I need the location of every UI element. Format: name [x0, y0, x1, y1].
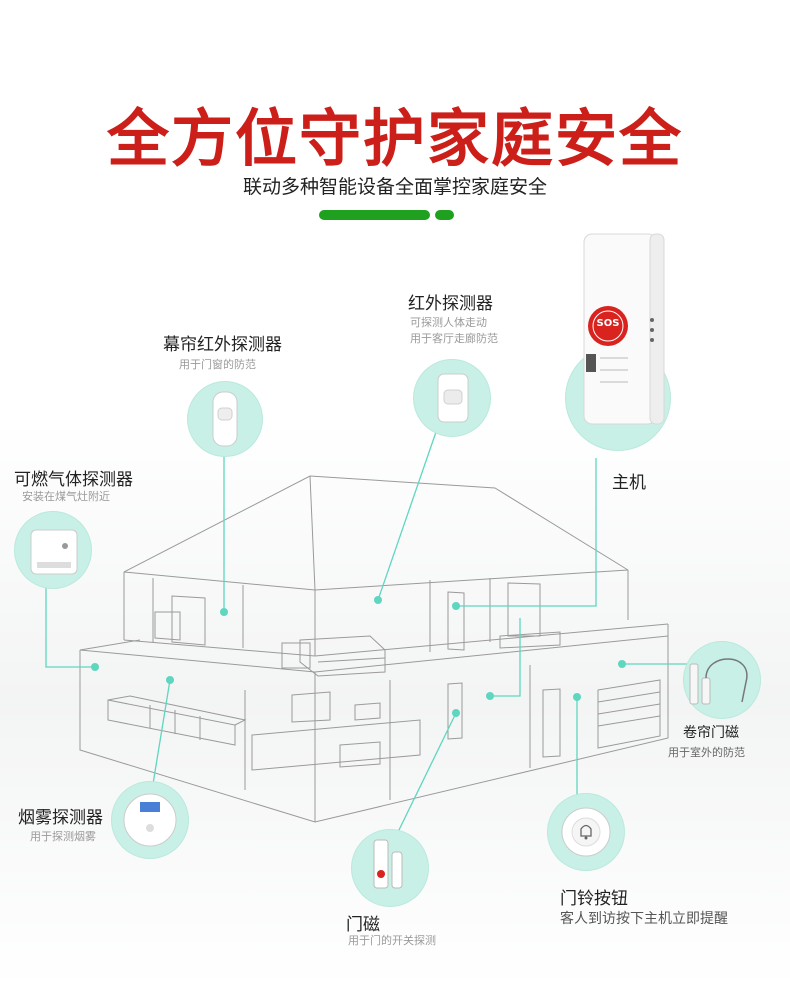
doorbell-desc: 客人到访按下主机立即提醒 — [560, 911, 728, 927]
shutter-label: 卷帘门磁 — [683, 725, 739, 741]
ir-desc-1: 可探测人体走动 — [410, 316, 487, 329]
ir-circle — [414, 360, 490, 436]
ir-desc-2: 用于客厅走廊防范 — [410, 332, 498, 345]
smoke-detector-icon — [123, 793, 177, 847]
host-device-icon — [583, 233, 665, 425]
accent-bar-short — [435, 210, 454, 220]
door-magnet-icon — [373, 839, 403, 889]
accent-bar-long — [319, 210, 430, 220]
gas-label: 可燃气体探测器 — [14, 470, 133, 490]
gas-detector-icon — [30, 529, 78, 575]
curtain-ir-circle — [188, 382, 262, 456]
page-subtitle: 联动多种智能设备全面掌控家庭安全 — [242, 176, 547, 198]
smoke-circle — [112, 782, 188, 858]
doorbell-label: 门铃按钮 — [560, 889, 628, 909]
ir-label: 红外探测器 — [408, 294, 493, 314]
curtain-ir-desc: 用于门窗的防范 — [179, 358, 256, 371]
ir-detector-icon — [437, 373, 469, 423]
doorbell-button-icon — [561, 807, 611, 857]
page-title: 全方位守护家庭安全 — [106, 102, 683, 175]
curtain-ir-label: 幕帘红外探测器 — [163, 335, 282, 355]
shutter-desc: 用于室外的防范 — [668, 746, 745, 759]
gas-desc: 安装在煤气灶附近 — [22, 490, 110, 503]
shutter-circle — [684, 642, 760, 718]
curtain-ir-detector-icon — [212, 391, 238, 447]
sos-button-label: SOS — [596, 318, 620, 329]
door-circle — [352, 830, 428, 906]
smoke-desc: 用于探测烟雾 — [30, 830, 96, 843]
smoke-label: 烟雾探测器 — [18, 808, 103, 828]
door-desc: 用于门的开关探测 — [348, 934, 436, 947]
host-label: 主机 — [612, 473, 646, 493]
doorbell-circle — [548, 794, 624, 870]
gas-circle — [15, 512, 91, 588]
shutter-magnet-icon — [689, 658, 748, 705]
door-label: 门磁 — [346, 915, 380, 935]
